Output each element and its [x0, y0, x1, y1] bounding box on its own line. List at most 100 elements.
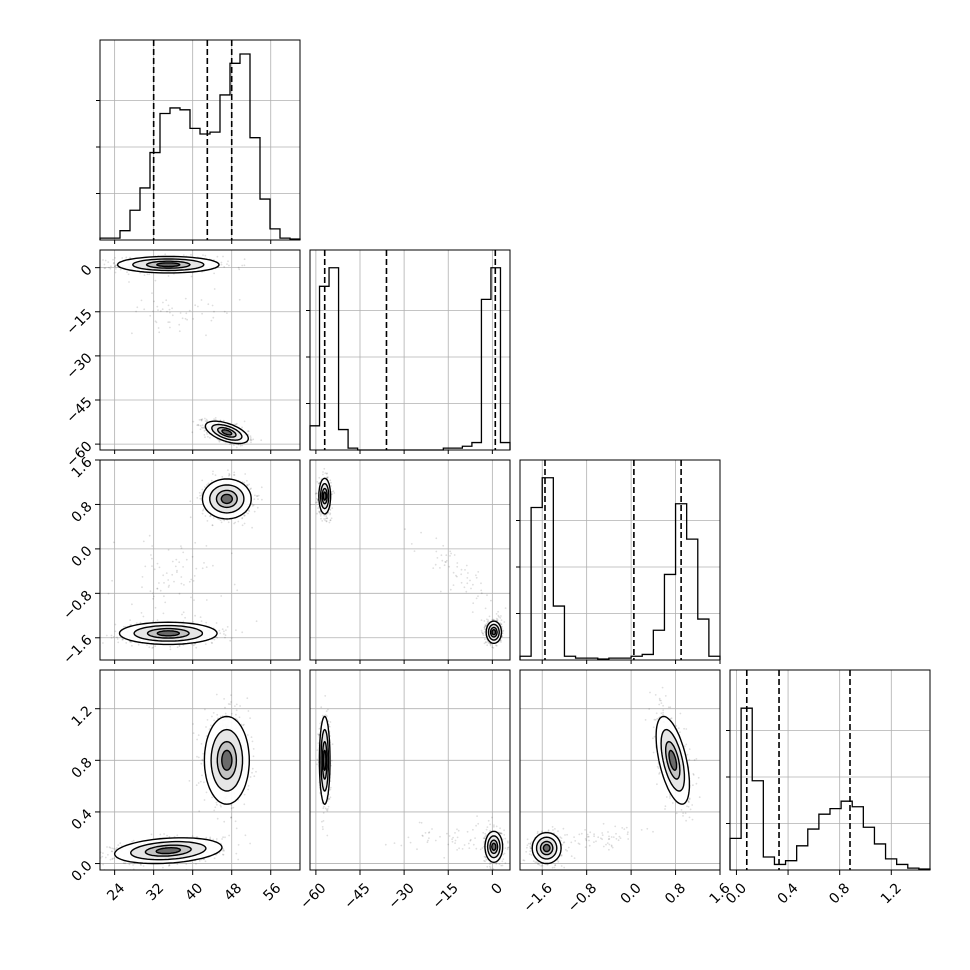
sample-point: [131, 644, 133, 647]
sample-point: [141, 586, 143, 589]
sample-point: [112, 541, 115, 544]
joint-content-0-2: [89, 460, 300, 660]
sample-point: [168, 836, 171, 838]
sample-point: [201, 424, 204, 426]
sample-point: [241, 264, 244, 267]
sample-point: [251, 767, 254, 770]
sample-point: [197, 424, 200, 427]
sample-point: [228, 264, 230, 267]
sample-point: [167, 586, 170, 588]
sample-point: [488, 642, 491, 645]
sample-point: [257, 498, 259, 500]
sample-point: [167, 579, 170, 581]
joint-frame-0-3: [99, 669, 301, 871]
sample-point: [211, 796, 214, 799]
density-contour-1-1: [133, 624, 204, 642]
sample-point: [112, 262, 115, 265]
density-contour-0-3: [156, 262, 181, 268]
sample-point: [151, 647, 154, 649]
sample-point: [182, 254, 185, 256]
sample-point: [216, 803, 218, 806]
sample-point: [190, 578, 193, 581]
density-contour-0-2: [216, 740, 238, 780]
sample-point: [219, 632, 222, 635]
sample-point: [249, 438, 252, 441]
sample-point: [215, 838, 218, 840]
sample-point: [131, 603, 133, 606]
sample-point: [192, 723, 195, 725]
sample-point: [149, 590, 152, 592]
sample-point: [154, 279, 157, 282]
sample-point: [135, 622, 138, 624]
sample-point: [322, 471, 324, 473]
sample-point: [325, 515, 328, 518]
sample-point: [206, 520, 209, 522]
sample-point: [234, 521, 237, 524]
sample-point: [242, 724, 245, 727]
sample-point: [324, 519, 326, 522]
sample-point: [221, 838, 224, 840]
sample-point: [194, 614, 197, 617]
sample-point: [215, 801, 218, 804]
sample-point: [113, 857, 116, 860]
sample-point: [243, 514, 246, 517]
sample-point: [176, 863, 179, 866]
sample-point: [114, 264, 117, 267]
sample-point: [252, 755, 255, 758]
hist-frame-0: [99, 39, 301, 241]
sample-point: [329, 519, 332, 522]
sample-point: [319, 515, 322, 517]
sample-point: [110, 637, 113, 639]
density-contour-0-1: [210, 728, 244, 792]
sample-point: [192, 644, 195, 647]
sample-point: [200, 620, 203, 622]
sample-point: [128, 281, 130, 283]
sample-point: [139, 271, 142, 274]
sample-point: [486, 644, 489, 647]
sample-point: [255, 770, 257, 773]
sample-point: [139, 863, 142, 866]
sample-point: [211, 473, 214, 475]
sample-point: [230, 816, 232, 819]
sample-point: [485, 641, 487, 644]
sample-point: [176, 834, 179, 837]
sample-point: [233, 471, 236, 474]
sample-point: [329, 519, 332, 522]
sample-point: [197, 305, 199, 308]
sample-point: [199, 424, 202, 427]
sample-point: [205, 735, 208, 737]
sample-point: [188, 780, 191, 782]
sample-point: [186, 318, 189, 321]
sample-point: [191, 431, 194, 434]
sample-point: [236, 422, 238, 425]
sample-point: [146, 644, 148, 646]
density-contour-1-3: [221, 429, 233, 436]
sample-point: [89, 630, 91, 632]
density-contour-1-3: [155, 847, 182, 855]
sample-point: [175, 558, 178, 561]
sample-point: [218, 440, 221, 443]
sample-point: [162, 574, 165, 577]
sample-point: [247, 430, 249, 433]
sample-point: [203, 434, 206, 436]
sample-point: [249, 439, 252, 442]
sample-point: [223, 630, 225, 633]
sample-point: [230, 816, 233, 819]
sample-point: [125, 256, 128, 259]
sample-point: [251, 505, 254, 507]
density-contour-1-0: [204, 420, 250, 445]
sample-point: [213, 719, 216, 722]
sample-point: [200, 762, 203, 765]
sample-point: [128, 863, 131, 866]
sample-point: [154, 645, 157, 648]
sample-point: [169, 311, 171, 314]
sample-point: [333, 492, 336, 494]
hist-background-1: [310, 250, 510, 450]
sample-point: [483, 620, 486, 622]
sample-point: [201, 427, 204, 429]
sample-point: [492, 646, 495, 649]
sample-point: [108, 266, 110, 269]
sample-point: [216, 636, 219, 639]
sample-point: [191, 835, 194, 837]
